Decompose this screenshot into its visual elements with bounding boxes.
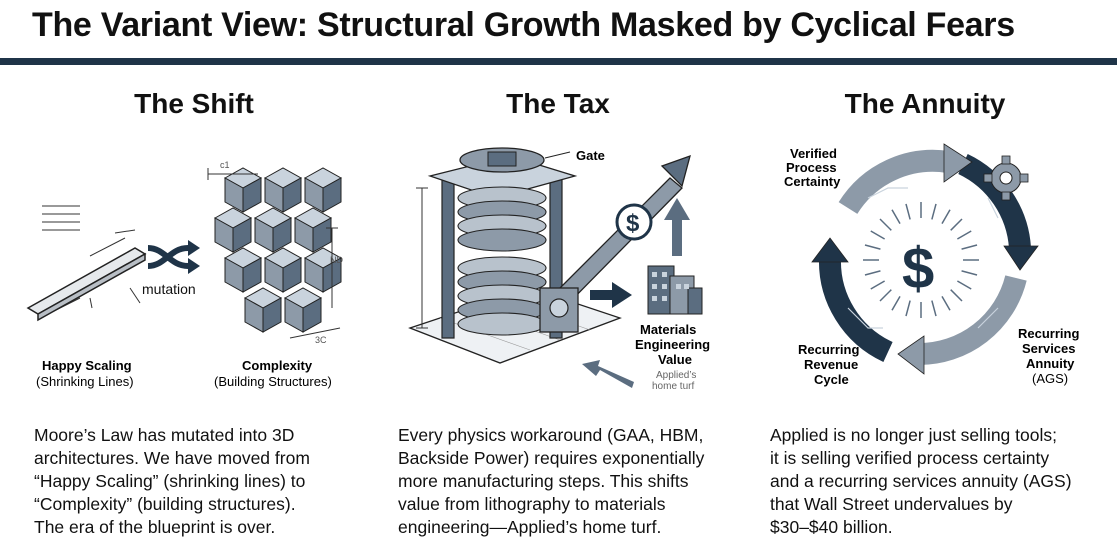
cube-block xyxy=(263,167,303,213)
dollar-coin-icon: $ xyxy=(615,203,653,241)
mutation-label: mutation xyxy=(142,281,196,297)
cube-block xyxy=(243,287,283,333)
shrinking-line-bar xyxy=(26,247,147,322)
home-turf-label: home turf xyxy=(652,381,694,392)
shift-illustration: mutation c1 ND 3C Happy Scaling (Shrinki… xyxy=(26,160,343,389)
ags-label: (AGS) xyxy=(1032,371,1068,386)
heading-tax: The Tax xyxy=(506,88,610,119)
cycle-arrowheads xyxy=(811,143,1039,375)
gear-icon xyxy=(983,155,1029,201)
materials-label: Materials xyxy=(640,322,696,337)
annuity-paragraph: Applied is no longer just selling tools;… xyxy=(770,425,1072,537)
cube-block xyxy=(263,247,303,293)
cycle-label-1: Recurring xyxy=(798,342,859,357)
lever-arrow-icon xyxy=(539,154,691,333)
cube-block xyxy=(283,287,323,333)
wafer-stack-icon xyxy=(457,186,547,336)
verified-label: Verified xyxy=(790,146,837,161)
tax-paragraph: Every physics workaround (GAA, HBM, Back… xyxy=(398,425,705,537)
pointing-arrow-icon xyxy=(582,360,634,388)
certainty-label: Certainty xyxy=(784,174,841,189)
svg-text:c1: c1 xyxy=(220,160,230,170)
mutation-arrows-icon xyxy=(147,240,200,274)
up-arrow-icon xyxy=(664,198,690,256)
cube-block xyxy=(223,167,263,213)
process-label: Process xyxy=(786,160,837,175)
engineering-label: Engineering xyxy=(635,337,710,352)
building-structures-label: (Building Structures) xyxy=(214,374,332,389)
tax-illustration: Gate $ Materials Engineering Value Appli… xyxy=(408,147,710,392)
cube-block xyxy=(213,207,253,253)
building-icon xyxy=(647,265,703,315)
happy-scaling-label: Happy Scaling xyxy=(42,358,132,373)
recurring-services-label-2: Services xyxy=(1022,341,1076,356)
annuity-illustration: $ Verified Process Certainty Recurring S… xyxy=(784,143,1079,387)
cube-block xyxy=(223,247,263,293)
svg-text:3C: 3C xyxy=(315,335,327,345)
shrinking-lines-label: (Shrinking Lines) xyxy=(36,374,134,389)
cube-block xyxy=(303,167,343,213)
page-title: The Variant View: Structural Growth Mask… xyxy=(32,6,1015,44)
cube-block xyxy=(293,207,333,253)
complexity-label: Complexity xyxy=(242,358,313,373)
svg-text:$: $ xyxy=(626,210,640,237)
right-arrow-icon xyxy=(590,282,632,308)
heading-shift: The Shift xyxy=(134,88,254,119)
cycle-label-3: Cycle xyxy=(814,372,849,387)
gate-label: Gate xyxy=(576,148,605,163)
heading-annuity: The Annuity xyxy=(844,88,1006,119)
applieds-label: Applied’s xyxy=(656,370,696,381)
value-label: Value xyxy=(658,352,692,367)
recurring-services-label-1: Recurring xyxy=(1018,326,1079,341)
cycle-label-2: Revenue xyxy=(804,357,858,372)
svg-text:ND: ND xyxy=(330,255,343,265)
cube-block xyxy=(253,207,293,253)
recurring-services-label-3: Annuity xyxy=(1026,356,1075,371)
header-rule xyxy=(0,58,1117,65)
dollar-burst-icon: $ xyxy=(863,202,979,318)
shift-paragraph: Moore’s Law has mutated into 3D architec… xyxy=(34,425,310,537)
dollar-sign: $ xyxy=(902,236,934,301)
